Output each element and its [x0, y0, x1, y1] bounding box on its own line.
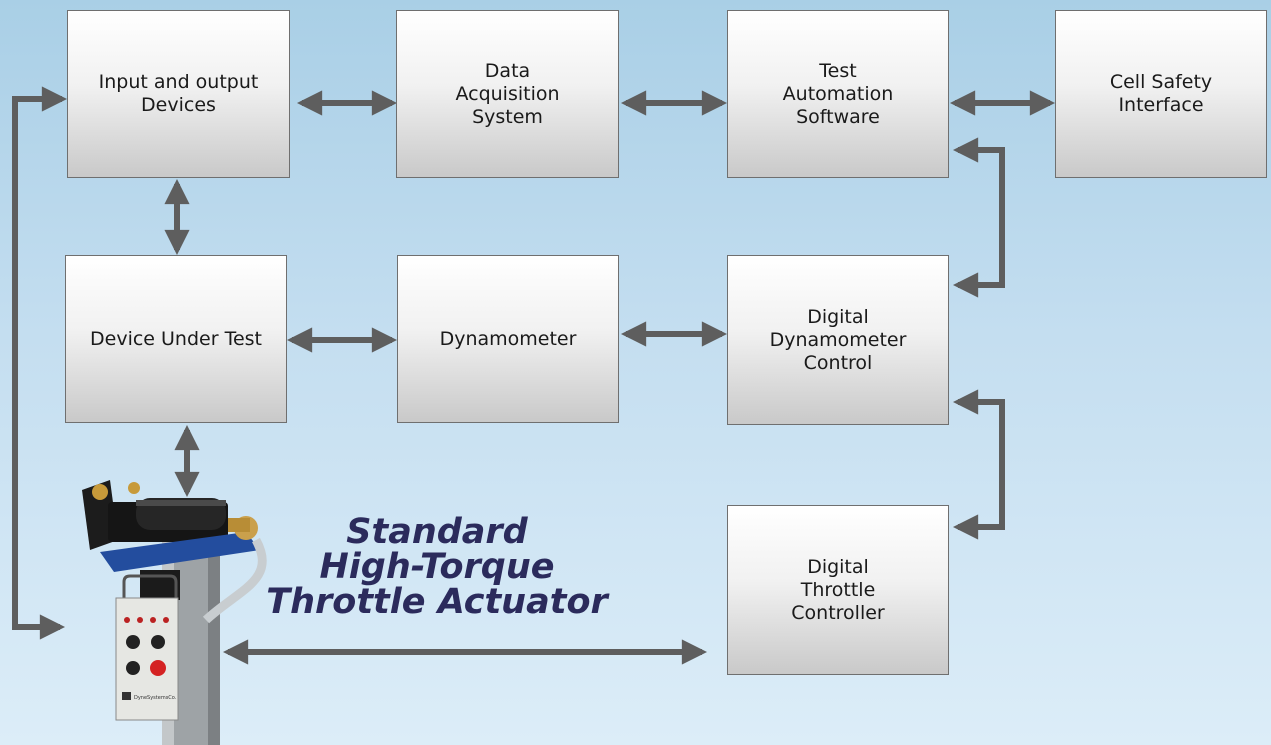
test-automation-label: Test Automation Software [782, 59, 894, 128]
digital-throttle-controller-label: Digital Throttle Controller [791, 555, 885, 624]
digital-dynamometer-control-label: Digital Dynamometer Control [769, 305, 907, 374]
device-under-test-box: Device Under Test [65, 255, 287, 423]
arrow-io-actuator [12, 86, 68, 640]
device-under-test-label: Device Under Test [90, 327, 262, 350]
io-devices-label: Input and output Devices [98, 71, 259, 116]
cell-safety-box: Cell Safety Interface [1055, 10, 1267, 178]
cell-safety-label: Cell Safety Interface [1109, 71, 1213, 116]
caption-line-1: Standard [346, 512, 528, 552]
digital-dynamometer-control-box: Digital Dynamometer Control [727, 255, 949, 425]
arrow-tas-ddc [952, 137, 1005, 298]
test-automation-box: Test Automation Software [727, 10, 949, 178]
caption-line-3: Throttle Actuator [266, 582, 608, 622]
caption-line-2: High-Torque [319, 547, 555, 587]
throttle-actuator-image: DyneSystemsCo. [82, 480, 267, 745]
device-brand-label: DyneSystemsCo. [134, 695, 177, 701]
data-acquisition-label: Data Acquisition System [455, 59, 560, 128]
arrow-ddc-dtc [952, 389, 1005, 540]
actuator-caption: Standard High-Torque Throttle Actuator [232, 515, 642, 620]
dynamometer-box: Dynamometer [397, 255, 619, 423]
dynamometer-label: Dynamometer [439, 327, 577, 350]
io-devices-box: Input and output Devices [67, 10, 290, 178]
data-acquisition-box: Data Acquisition System [396, 10, 619, 178]
digital-throttle-controller-box: Digital Throttle Controller [727, 505, 949, 675]
